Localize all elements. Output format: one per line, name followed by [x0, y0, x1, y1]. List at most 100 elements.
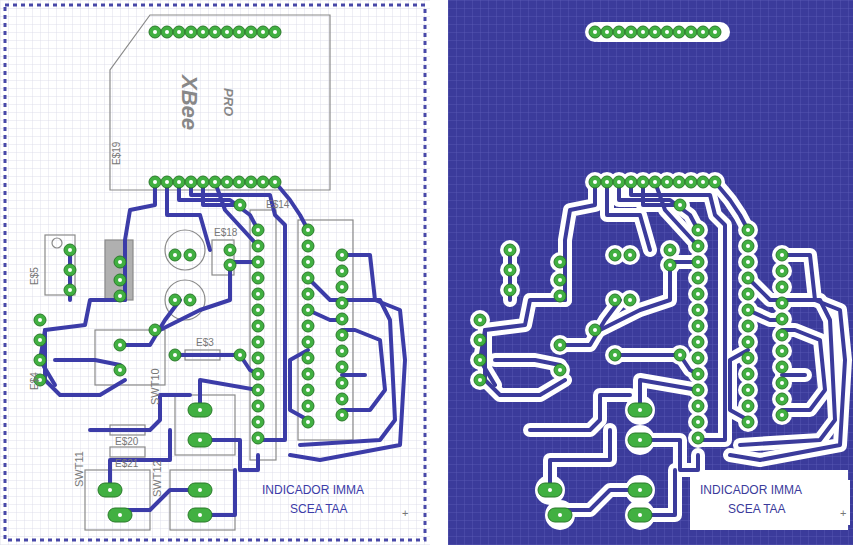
pad [649, 176, 661, 188]
pad [776, 265, 788, 277]
trace [290, 255, 405, 460]
drill-hole [558, 368, 562, 372]
drill-hole [256, 308, 260, 312]
drill-hole [306, 292, 310, 296]
drill-hole [638, 488, 642, 492]
pad [637, 26, 649, 38]
drill-hole [696, 228, 700, 232]
trace [730, 255, 845, 460]
drill-hole [701, 180, 705, 184]
switch-pad [98, 483, 122, 497]
drill-hole [677, 180, 681, 184]
pad [474, 354, 486, 366]
drill-hole [340, 381, 344, 385]
part-name: SWT12 [152, 460, 163, 497]
switch-pad [538, 483, 562, 497]
pad [64, 284, 76, 296]
drill-hole [780, 397, 784, 401]
pad [692, 368, 704, 380]
drill-hole [746, 372, 750, 376]
xbee-logo: PRO [222, 88, 235, 116]
drill-hole [256, 404, 260, 408]
drill-hole [256, 372, 260, 376]
pad [336, 393, 348, 405]
pad [302, 416, 314, 428]
drill-hole [38, 358, 42, 362]
trace [495, 360, 560, 365]
drill-hole [118, 260, 122, 264]
pad [776, 329, 788, 341]
drill-hole [256, 292, 260, 296]
trace [125, 182, 155, 300]
pad [709, 176, 721, 188]
pad [169, 249, 181, 261]
pad [184, 294, 196, 306]
clearance [600, 262, 698, 330]
drill-hole [306, 420, 310, 424]
pad [742, 272, 754, 284]
drill-hole [780, 317, 784, 321]
pad [257, 176, 269, 188]
clearance [545, 500, 575, 530]
drill-hole [558, 294, 562, 298]
drill-hole [249, 180, 253, 184]
pad [336, 345, 348, 357]
drill-hole [605, 180, 609, 184]
pad [197, 26, 209, 38]
clearance [625, 500, 655, 530]
pad [692, 384, 704, 396]
board-text: SCEA TAA [728, 503, 786, 515]
drill-hole [340, 285, 344, 289]
drill-hole [306, 372, 310, 376]
pad [252, 320, 264, 332]
pad [149, 26, 161, 38]
pad [742, 224, 754, 236]
drill-hole [273, 180, 277, 184]
drill-hole [746, 420, 750, 424]
pad [209, 176, 221, 188]
pad [504, 244, 516, 256]
pad [776, 297, 788, 309]
pad [692, 272, 704, 284]
drill-hole [478, 378, 482, 382]
drill-hole [340, 365, 344, 369]
part-name: E$4 [30, 372, 40, 390]
drill-hole [198, 488, 202, 492]
drill-hole [306, 308, 310, 312]
pad [692, 304, 704, 316]
drill-hole [780, 349, 784, 353]
pad [64, 264, 76, 276]
trace [740, 278, 835, 445]
grid [0, 0, 430, 545]
pad [742, 304, 754, 316]
pad [624, 249, 636, 261]
pad [692, 320, 704, 332]
drill-hole [177, 180, 181, 184]
drill-hole [68, 288, 72, 292]
drill-hole [746, 308, 750, 312]
drill-hole [261, 180, 265, 184]
pad [673, 176, 685, 188]
pad [34, 334, 46, 346]
drill-hole [478, 338, 482, 342]
pad [234, 349, 246, 361]
pad [114, 364, 126, 376]
drill-hole [177, 30, 181, 34]
pad [649, 26, 661, 38]
drill-hole [696, 340, 700, 344]
board-outline [5, 5, 425, 540]
pad [474, 314, 486, 326]
trace [782, 373, 805, 377]
part-name: E$14 [266, 200, 289, 210]
pad [149, 324, 161, 336]
pad [114, 339, 126, 351]
drill-hole [118, 343, 122, 347]
drill-hole [628, 253, 632, 257]
pad [185, 26, 197, 38]
trace [300, 278, 395, 445]
drill-hole [746, 356, 750, 360]
pad [233, 176, 245, 188]
drill-hole [340, 301, 344, 305]
drill-hole [340, 269, 344, 273]
pad [692, 352, 704, 364]
